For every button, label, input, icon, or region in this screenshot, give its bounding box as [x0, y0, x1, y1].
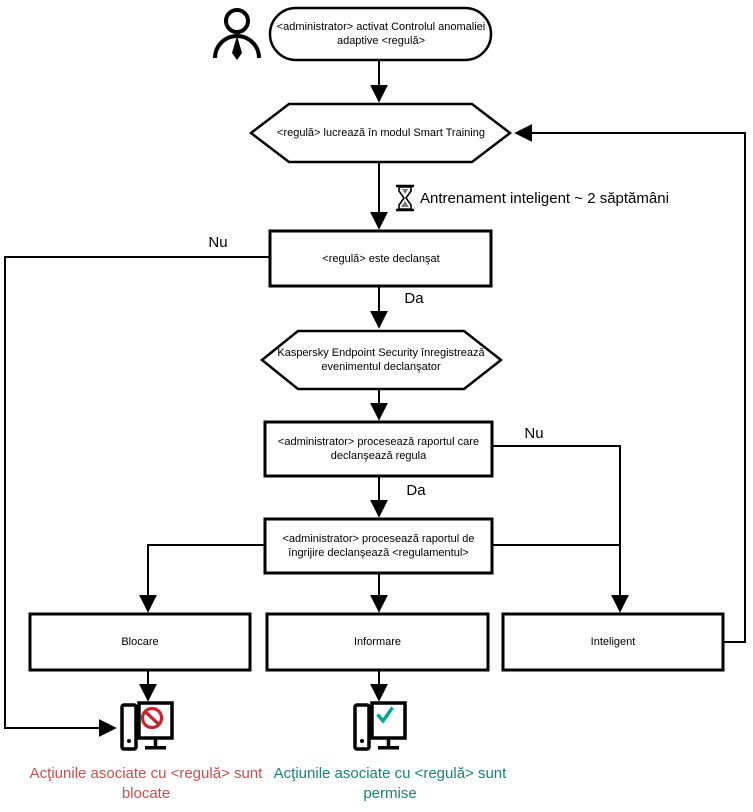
connector-smart-feedback: [514, 124, 746, 643]
inform-node-shape: [265, 612, 490, 672]
rule-triggered-node-label: <regulă> este declanşat: [272, 233, 490, 284]
admin-report-node-label: <administrator> procesează raportul care…: [267, 424, 490, 474]
admin-care-report-line2: îngrijire declanşează <regulamentul>: [288, 547, 469, 559]
admin-care-report-node-label: <administrator> procesează raportul de î…: [267, 521, 490, 571]
edge-label-yes-2: Da: [406, 482, 426, 499]
kes-logs-line1: Kaspersky Endpoint Security înregistreaz…: [277, 347, 485, 359]
inform-node-label: Informare: [269, 616, 486, 668]
admin-care-report-line1: <administrator> procesează raportul de: [282, 533, 475, 545]
blocked-computer-icon: [120, 701, 174, 751]
admin-report-line1: <administrator> procesează raportul care: [277, 436, 480, 448]
start-node-shape: [268, 6, 493, 62]
connector-no-to-blocked: [4, 256, 270, 737]
kes-logs-node-shape: [260, 329, 504, 391]
block-text: Blocare: [121, 636, 159, 648]
caption-allowed-line1: Acţiunile asociate cu <regulă> sunt: [273, 765, 507, 782]
smart-training-text: <regulă> lucrează în modul Smart Trainin…: [277, 127, 485, 139]
block-node-shape: [28, 612, 252, 672]
caption-allowed: Acţiunile asociate cu <regulă> sunt perm…: [245, 764, 535, 804]
allowed-computer-icon: [353, 701, 407, 751]
smart-training-node-label: <regulă> lucrează în modul Smart Trainin…: [266, 105, 496, 161]
kes-logs-node-label: Kaspersky Endpoint Security înregistreaz…: [266, 332, 496, 388]
check-icon: [376, 706, 394, 724]
caption-blocked: Acţiunile asociate cu <regulă> sunt bloc…: [0, 764, 292, 804]
smart-training-node-shape: [248, 102, 513, 164]
start-node-line1: <administrator> activat Controlul anomal…: [276, 21, 486, 33]
smart-text: Inteligent: [590, 636, 636, 648]
admin-report-line2: declanşează regula: [330, 450, 427, 462]
rule-triggered-text: <regulă> este declanşat: [322, 252, 440, 265]
rule-triggered-node-shape: [268, 229, 493, 288]
kes-logs-line2: evenimentul declanşator: [321, 361, 441, 373]
edge-label-yes-1: Da: [404, 290, 424, 307]
person-icon: [213, 8, 261, 60]
caption-blocked-line1: Acţiunile asociate cu <regulă> sunt: [29, 765, 263, 782]
block-node-label: Blocare: [32, 616, 248, 668]
inform-text: Informare: [353, 636, 402, 648]
prohibition-icon: [140, 706, 164, 730]
hourglass-icon: [396, 184, 414, 212]
smart-node-shape: [501, 612, 725, 672]
connector-care-to-block: [139, 544, 265, 613]
edge-label-no-1: Nu: [208, 234, 228, 251]
connector-no-to-smart: [492, 445, 629, 613]
tie-shape: [232, 36, 242, 60]
caption-blocked-line2: blocate: [121, 785, 171, 802]
edge-label-no-2: Nu: [524, 425, 544, 442]
caption-allowed-line2: permise: [363, 785, 417, 802]
smart-node-label: Inteligent: [505, 616, 721, 668]
start-node-label: <administrator> activat Controlul anomal…: [272, 12, 490, 56]
start-node-line2: adaptive <regulă>: [336, 35, 426, 47]
training-duration-label: Antrenament inteligent ~ 2 săptămâni: [420, 190, 669, 207]
